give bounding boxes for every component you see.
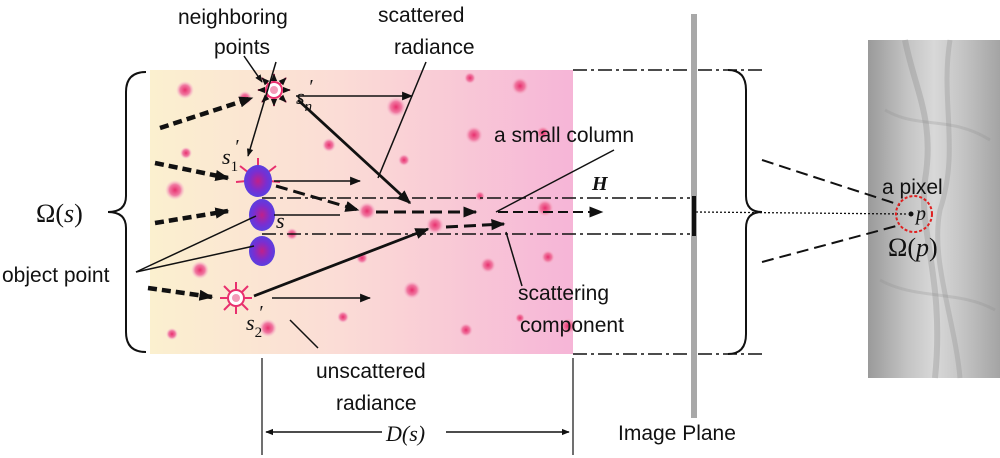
unscattered-label: unscattered [316, 360, 426, 383]
neighbor-point-s2 [220, 282, 252, 314]
object-point-label: object point [2, 264, 110, 287]
s-n-prime-label: sn′ [296, 76, 313, 115]
pixel-point [908, 211, 914, 217]
depth-dimension: D(s) [261, 358, 574, 455]
scattering-component-arrows [275, 184, 506, 231]
s-2-prime-label: s2′ [246, 302, 263, 341]
scattered-arrows [253, 98, 430, 298]
p-point-label: p [914, 203, 926, 225]
neighboring-label: neighboring [178, 6, 288, 29]
unscattered-arrows [272, 91, 414, 303]
component-label: component [520, 314, 624, 337]
radiance-label: radiance [394, 36, 475, 59]
a-pixel-label: a pixel [882, 176, 943, 199]
scattered-label: scattered [378, 4, 464, 27]
object-point-lower [249, 236, 275, 266]
object-point-s1 [235, 158, 281, 197]
points-label: points [214, 36, 270, 59]
incident-illumination [147, 95, 254, 301]
scattering-label: scattering [518, 282, 609, 305]
unscattered-radiance-label: radiance [336, 392, 417, 415]
omega-s-label: Ω(s) [36, 199, 83, 228]
omega-p-label: Ω(p) [888, 233, 938, 262]
h-label: H [591, 173, 609, 195]
leader-lines [135, 55, 615, 349]
projection-lines [695, 159, 907, 263]
image-plane-label: Image Plane [618, 422, 736, 445]
vein-image [868, 39, 1000, 379]
left-brace [107, 71, 147, 353]
pixel-circle [895, 195, 933, 233]
d-of-s-label: D(s) [385, 421, 425, 446]
small-column-label: a small column [494, 124, 634, 147]
s-point-label: s [276, 208, 285, 233]
object-point-s [249, 199, 275, 231]
neighbor-point-sn [257, 73, 291, 107]
s-1-prime-label: s1′ [222, 136, 239, 175]
